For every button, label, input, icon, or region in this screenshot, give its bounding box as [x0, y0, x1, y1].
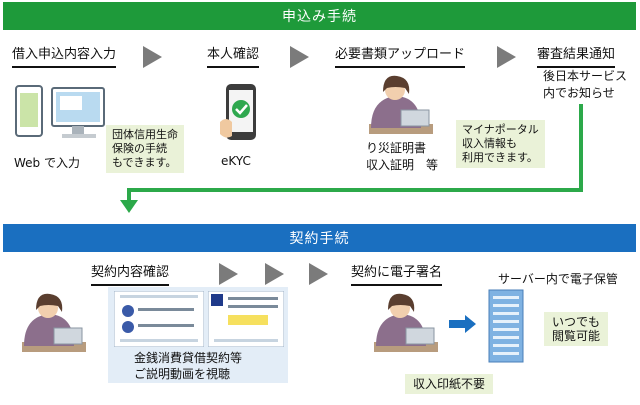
server-icon — [488, 289, 524, 363]
step-review-result: 審査結果通知 — [537, 46, 616, 68]
person-laptop-icon — [22, 293, 86, 352]
notify-label-2: 内でお知らせ — [543, 86, 615, 100]
arrow-right-icon — [449, 315, 476, 333]
video-thumbnail-1 — [114, 291, 204, 347]
note-insurance: 団体信用生命 保険の手続 もできます。 — [106, 125, 184, 173]
arrow-right-icon — [309, 263, 328, 285]
step-contract-review: 契約内容確認 — [91, 264, 170, 286]
step-loan-application: 借入申込内容入力 — [12, 46, 117, 68]
docs-label-1: り災証明書 — [366, 141, 427, 155]
application-banner: 申込み手続 — [3, 2, 636, 30]
arrow-right-icon — [265, 263, 284, 285]
step-document-upload: 必要書類アップロード — [335, 46, 466, 68]
video-label-1: 金銭消費貸借契約等 — [134, 351, 243, 365]
arrow-right-icon — [219, 263, 238, 285]
server-label: サーバー内で電子保管 — [498, 272, 618, 286]
smartphone-check-icon — [220, 84, 256, 140]
step-identity-check: 本人確認 — [207, 46, 260, 68]
arrow-right-icon — [497, 46, 516, 68]
arrow-right-icon — [290, 46, 309, 68]
note-anytime: いつでも 閲覧可能 — [544, 312, 609, 346]
contract-title: 契約手続 — [289, 231, 350, 247]
docs-label-2: 収入証明 等 — [366, 158, 439, 172]
notify-label-1: 後日本サービス — [543, 69, 628, 83]
step-e-signature: 契約に電子署名 — [351, 264, 443, 286]
devices-icon — [15, 85, 105, 138]
person-laptop-icon — [374, 293, 438, 352]
connector-line — [579, 104, 583, 192]
video-label-2: ご説明動画を視聴 — [134, 367, 231, 381]
video-thumbnail-2 — [208, 291, 284, 347]
arrow-right-icon — [143, 46, 162, 68]
web-input-label: Web で入力 — [14, 156, 80, 170]
contract-banner: 契約手続 — [3, 224, 636, 252]
note-no-stamp: 収入印紙不要 — [405, 374, 494, 394]
connector-line — [127, 188, 131, 202]
connector-line — [127, 188, 583, 192]
application-title: 申込み手続 — [282, 9, 357, 25]
arrow-down-icon — [120, 200, 138, 213]
ekyc-label: eKYC — [221, 154, 251, 168]
person-laptop-icon — [369, 75, 433, 134]
note-mynaportal: マイナポータル 収入情報も 利用できます。 — [456, 120, 545, 168]
